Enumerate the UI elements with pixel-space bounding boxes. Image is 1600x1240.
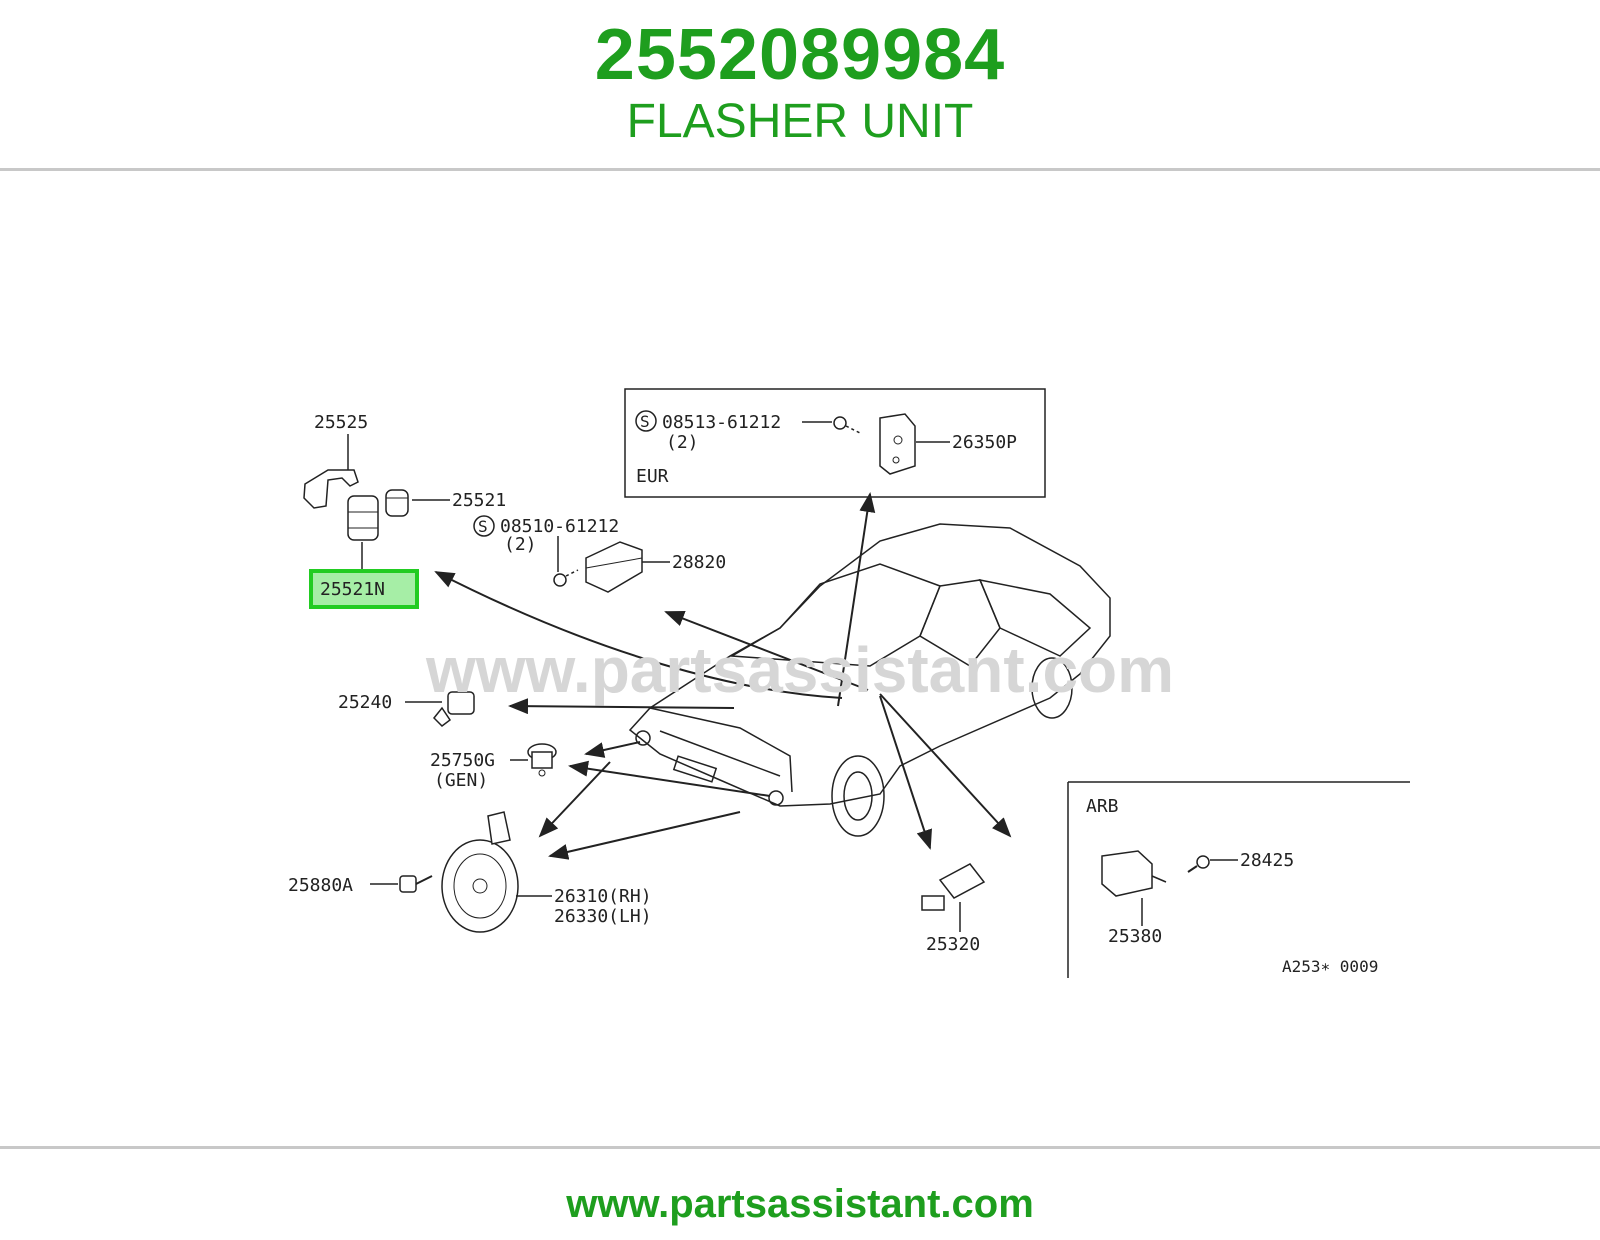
eur-s-symbol: S <box>640 412 650 431</box>
screw-icon <box>553 569 579 587</box>
eur-screw-icon <box>833 416 863 435</box>
label-25880A: 25880A <box>288 875 353 896</box>
header-divider <box>0 168 1600 171</box>
label-screw2-qty: (2) <box>504 534 537 555</box>
eur-part-26350P: 26350P <box>952 432 1017 453</box>
label-08510-61212: 08510-61212 <box>500 516 619 537</box>
label-25750G-gen: (GEN) <box>434 770 488 791</box>
eur-bracket-icon <box>879 413 916 475</box>
s-symbol-icon <box>635 410 657 432</box>
part-name-subtitle: FLASHER UNIT <box>626 95 974 148</box>
arb-label: ARB <box>1086 796 1119 817</box>
bolt-25880A-icon <box>399 875 433 893</box>
label-25320: 25320 <box>926 934 980 955</box>
label-25240: 25240 <box>338 692 392 713</box>
parts-diagram: S 08513-61212 (2) 26350P EUR ARB <box>180 336 1420 1016</box>
label-25521: 25521 <box>452 490 506 511</box>
car-body-icon <box>628 523 1111 837</box>
eur-screw-qty: (2) <box>666 432 699 453</box>
parts-diagram-svg: S 08513-61212 (2) 26350P EUR ARB <box>180 336 1420 1016</box>
flasher-unit-icon <box>347 495 379 541</box>
label-25750G: 25750G <box>430 750 495 771</box>
relay-25521-icon <box>385 489 409 517</box>
page-header: 2552089984 FLASHER UNIT <box>0 0 1600 168</box>
label-26330: 26330(LH) <box>554 906 652 927</box>
label-25521N: 25521N <box>320 579 385 600</box>
arb-part-25380: 25380 <box>1108 926 1162 947</box>
eur-label: EUR <box>636 466 669 487</box>
label-26310: 26310(RH) <box>554 886 652 907</box>
eur-screw-code: 08513-61212 <box>662 412 781 433</box>
footer-divider <box>0 1146 1600 1149</box>
figure-code: A253∗ 0009 <box>1282 957 1378 976</box>
arb-sensor-icon <box>1101 850 1167 926</box>
sensor-25240-icon <box>432 691 475 727</box>
inset-arb: ARB 28425 25380 A253∗ 0009 <box>1067 781 1410 978</box>
inset-eur: S 08513-61212 (2) 26350P EUR <box>624 388 1046 498</box>
watermark: www.partsassistant.com <box>425 634 1174 706</box>
arb-part-28425: 28425 <box>1240 850 1294 871</box>
horn-icon <box>441 811 519 933</box>
flasher-group: 25525 25521 25521N <box>303 412 506 609</box>
switch-25750G-icon <box>527 743 557 777</box>
highlight-25521N[interactable] <box>309 569 419 609</box>
switch-25320-icon <box>921 863 986 911</box>
footer-url[interactable]: www.partsassistant.com <box>566 1182 1034 1226</box>
screw2-s-symbol: S <box>478 517 488 536</box>
leader-arrows <box>434 492 1012 860</box>
label-25525: 25525 <box>314 412 368 433</box>
arb-bolt-icon <box>1187 855 1210 873</box>
bracket-28820-icon <box>585 541 643 593</box>
label-28820: 28820 <box>672 552 726 573</box>
part-number-title: 2552089984 <box>594 15 1006 95</box>
clip-25525-icon <box>303 469 359 509</box>
s-symbol-icon-2 <box>473 515 495 537</box>
bracket-28820-group: S 08510-61212 (2) 28820 <box>473 515 726 593</box>
